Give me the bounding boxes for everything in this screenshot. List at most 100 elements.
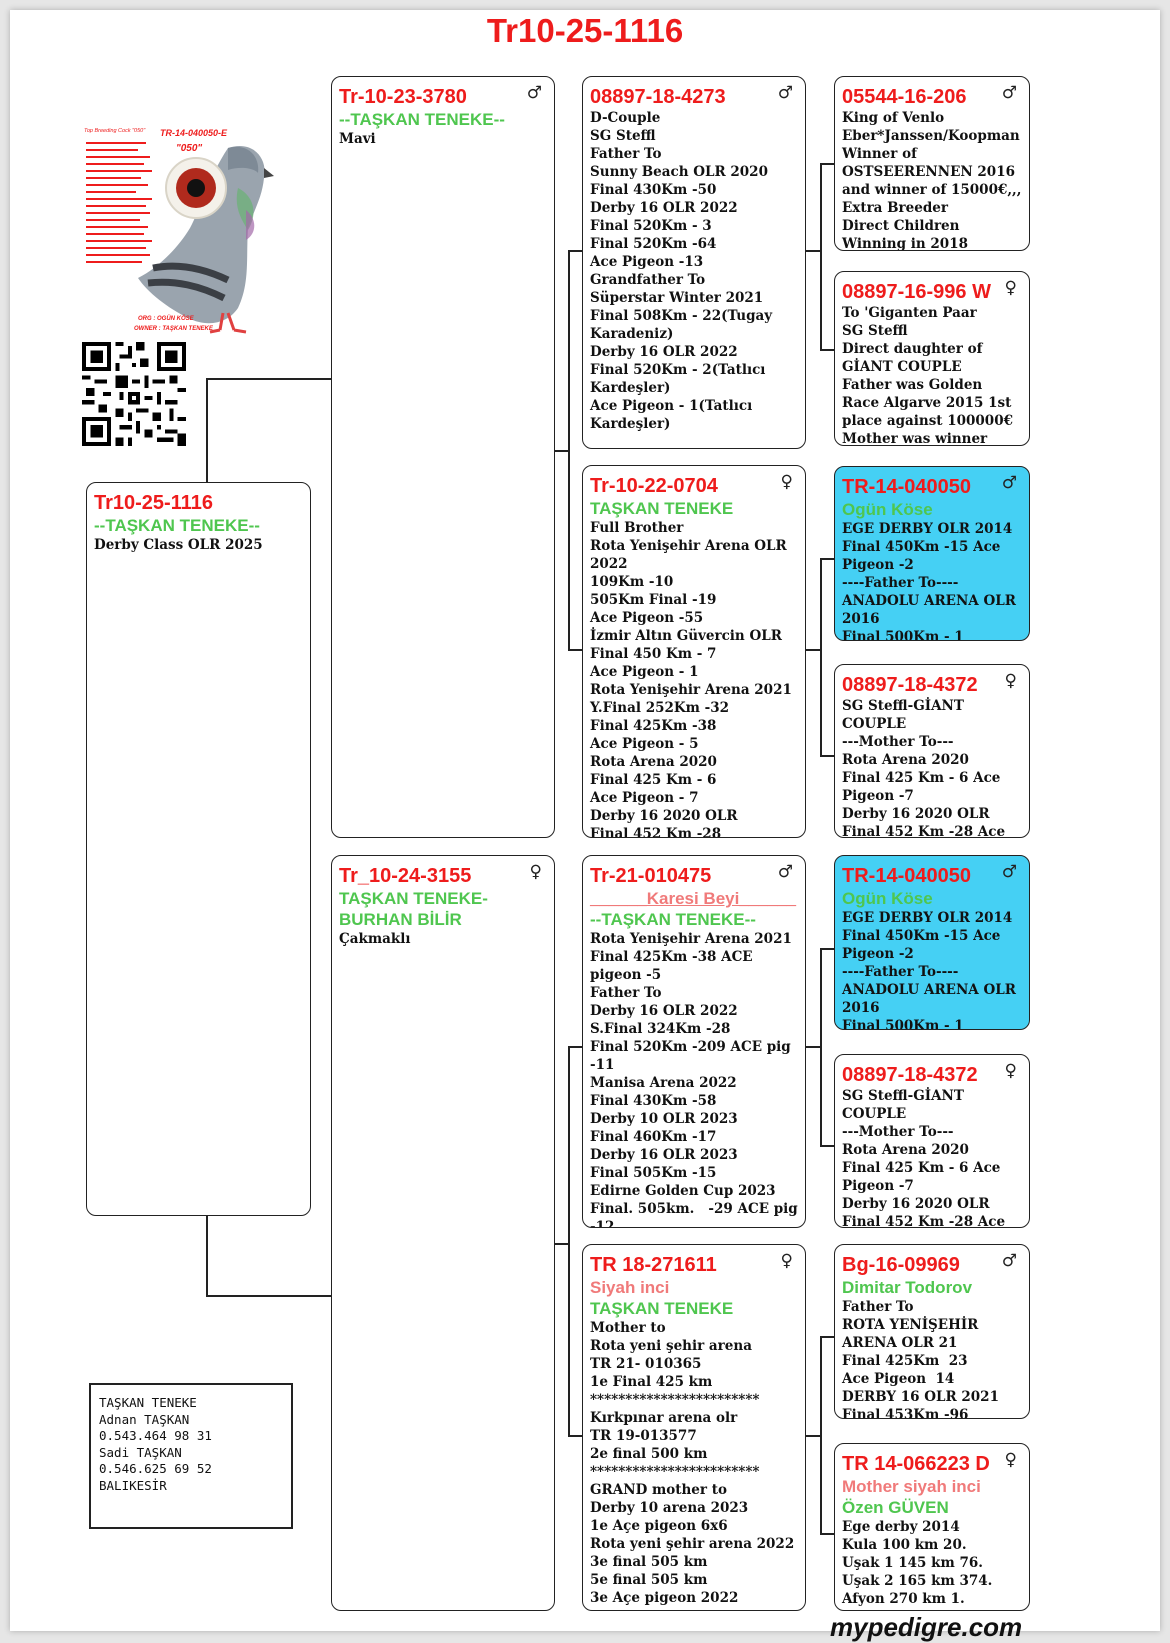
sds-name: Ogün Köse xyxy=(842,499,1022,520)
dam-dam-info: Mother to Rota yeni şehir arena TR 21- 0… xyxy=(590,1319,798,1607)
sss-card[interactable]: 05544-16-206 ♂ King of Venlo Eber*Jansse… xyxy=(834,76,1030,251)
female-icon: ♀ xyxy=(1005,671,1017,691)
connector xyxy=(820,163,834,165)
connector xyxy=(568,250,582,252)
subject-info: Derby Class OLR 2025 xyxy=(94,536,303,554)
ddd-nickname: Mother siyah inci xyxy=(842,1476,1022,1497)
sds-info: EGE DERBY OLR 2014 Final 450Km -15 Ace P… xyxy=(842,520,1022,641)
sire-info: Mavi xyxy=(339,130,547,148)
connector xyxy=(206,378,208,486)
page-title: Tr10-25-1116 xyxy=(0,12,1170,50)
connector xyxy=(805,250,821,252)
dss-name: Ogün Köse xyxy=(842,888,1022,909)
female-icon: ♀ xyxy=(781,472,793,492)
connector xyxy=(805,649,821,651)
subject-card[interactable]: Tr10-25-1116 --TAŞKAN TENEKE-- Derby Cla… xyxy=(86,482,311,1216)
male-icon: ♂ xyxy=(1002,473,1017,493)
dss-card[interactable]: TR-14-040050 ♂ Ogün Köse EGE DERBY OLR 2… xyxy=(834,855,1030,1030)
owner-contact-box: TAŞKAN TENEKE Adnan TAŞKAN 0.543.464 98 … xyxy=(89,1383,293,1529)
dam-name: TAŞKAN TENEKE-BURHAN BİLİR xyxy=(339,888,547,930)
photo-org: ORG : OGÜN KÖSE xyxy=(138,315,195,322)
dam-sire-card[interactable]: Tr-21-010475 ♂ ______Karesi Beyi______ -… xyxy=(582,855,806,1228)
male-icon: ♂ xyxy=(778,862,793,882)
connector xyxy=(568,1046,570,1436)
connector xyxy=(820,558,822,756)
sss-info: King of Venlo Eber*Janssen/Koopman Winne… xyxy=(842,109,1022,251)
sire-sire-card[interactable]: 08897-18-4273 ♂ D-Couple SG Steffl Fathe… xyxy=(582,76,806,449)
dam-sire-nickname: ______Karesi Beyi______ xyxy=(590,888,798,909)
ssd-info: To 'Giganten Paar SG Steffl Direct daugh… xyxy=(842,304,1022,446)
dam-sire-name: --TAŞKAN TENEKE-- xyxy=(590,909,798,930)
male-icon: ♂ xyxy=(1002,1251,1017,1271)
dds-name: Dimitar Todorov xyxy=(842,1277,1022,1298)
sds-card[interactable]: TR-14-040050 ♂ Ogün Köse EGE DERBY OLR 2… xyxy=(834,466,1030,641)
sire-sire-ring: 08897-18-4273 xyxy=(590,86,798,109)
connector xyxy=(820,1336,834,1338)
connector xyxy=(820,1145,834,1147)
ssd-card[interactable]: 08897-16-996 W ♀ To 'Giganten Paar SG St… xyxy=(834,271,1030,446)
dam-dam-nickname: Siyah inci xyxy=(590,1277,798,1298)
connector xyxy=(206,378,332,380)
dam-ring: Tr_10-24-3155 xyxy=(339,865,547,888)
male-icon: ♂ xyxy=(1002,83,1017,103)
sire-sire-info: D-Couple SG Steffl Father To Sunny Beach… xyxy=(590,109,798,433)
sdd-card[interactable]: 08897-18-4372 ♀ SG Steffl-GİANT COUPLE -… xyxy=(834,664,1030,838)
dds-ring: Bg-16-09969 xyxy=(842,1254,1022,1277)
female-icon: ♀ xyxy=(1005,278,1017,298)
subject-name: --TAŞKAN TENEKE-- xyxy=(94,515,303,536)
subject-ring: Tr10-25-1116 xyxy=(94,492,303,515)
dam-card[interactable]: Tr_10-24-3155 ♀ TAŞKAN TENEKE-BURHAN BİL… xyxy=(331,855,555,1611)
dss-ring: TR-14-040050 xyxy=(842,865,1022,888)
male-icon: ♂ xyxy=(527,83,542,103)
dam-sire-info: Rota Yenişehir Arena 2021 Final 425Km -3… xyxy=(590,930,798,1228)
dsd-info: SG Steffl-GİANT COUPLE ---Mother To--- R… xyxy=(842,1087,1022,1228)
female-icon: ♀ xyxy=(1005,1450,1017,1470)
sdd-ring: 08897-18-4372 xyxy=(842,674,1022,697)
connector xyxy=(568,250,570,650)
sire-dam-info: Full Brother Rota Yenişehir Arena OLR 20… xyxy=(590,519,798,838)
connector xyxy=(820,349,834,351)
connector xyxy=(820,558,834,560)
ddd-info: Ege derby 2014 Kula 100 km 20. Uşak 1 14… xyxy=(842,1518,1022,1608)
sire-name: --TAŞKAN TENEKE-- xyxy=(339,109,547,130)
sire-dam-ring: Tr-10-22-0704 xyxy=(590,475,798,498)
dam-dam-card[interactable]: TR 18-271611 ♀ Siyah inci TAŞKAN TENEKE … xyxy=(582,1244,806,1611)
dsd-card[interactable]: 08897-18-4372 ♀ SG Steffl-GİANT COUPLE -… xyxy=(834,1054,1030,1228)
connector xyxy=(553,1243,569,1245)
photo-ring: TR-14-040050-E xyxy=(160,128,228,138)
connector xyxy=(820,1533,834,1535)
dds-card[interactable]: Bg-16-09969 ♂ Dimitar Todorov Father To … xyxy=(834,1244,1030,1419)
ddd-card[interactable]: TR 14-066223 D ♀ Mother siyah inci Özen … xyxy=(834,1443,1030,1611)
female-icon: ♀ xyxy=(781,1251,793,1271)
footer-brand[interactable]: mypedigre.com xyxy=(830,1612,1022,1643)
sds-ring: TR-14-040050 xyxy=(842,476,1022,499)
dds-info: Father To ROTA YENİŞEHİR ARENA OLR 21 Fi… xyxy=(842,1298,1022,1419)
connector xyxy=(820,1336,822,1534)
photo-headline: Top Breeding Cock "050" xyxy=(84,128,146,134)
ddd-name: Özen GÜVEN xyxy=(842,1497,1022,1518)
connector xyxy=(568,1435,582,1437)
female-icon: ♀ xyxy=(530,862,542,882)
sire-dam-card[interactable]: Tr-10-22-0704 ♀ TAŞKAN TENEKE Full Broth… xyxy=(582,465,806,838)
connector xyxy=(805,1046,821,1048)
sire-card[interactable]: Tr-10-23-3780 ♂ --TAŞKAN TENEKE-- Mavi xyxy=(331,76,555,838)
pigeon-photo: Top Breeding Cock "050" TR-14-040050-E "… xyxy=(78,118,276,334)
dss-info: EGE DERBY OLR 2014 Final 450Km -15 Ace P… xyxy=(842,909,1022,1030)
connector xyxy=(820,948,822,1146)
connector xyxy=(805,1435,821,1437)
sire-dam-name: TAŞKAN TENEKE xyxy=(590,498,798,519)
connector xyxy=(820,163,822,350)
photo-nick: "050" xyxy=(176,143,202,154)
sire-ring: Tr-10-23-3780 xyxy=(339,86,547,109)
dsd-ring: 08897-18-4372 xyxy=(842,1064,1022,1087)
dam-dam-ring: TR 18-271611 xyxy=(590,1254,798,1277)
qr-code[interactable] xyxy=(82,342,186,446)
female-icon: ♀ xyxy=(1005,1061,1017,1081)
sdd-info: SG Steffl-GİANT COUPLE ---Mother To--- R… xyxy=(842,697,1022,838)
connector xyxy=(553,450,569,452)
male-icon: ♂ xyxy=(778,83,793,103)
photo-owner: OWNER : TAŞKAN TENEKE xyxy=(134,326,214,332)
connector xyxy=(820,755,834,757)
male-icon: ♂ xyxy=(1002,862,1017,882)
ssd-ring: 08897-16-996 W xyxy=(842,281,1022,304)
